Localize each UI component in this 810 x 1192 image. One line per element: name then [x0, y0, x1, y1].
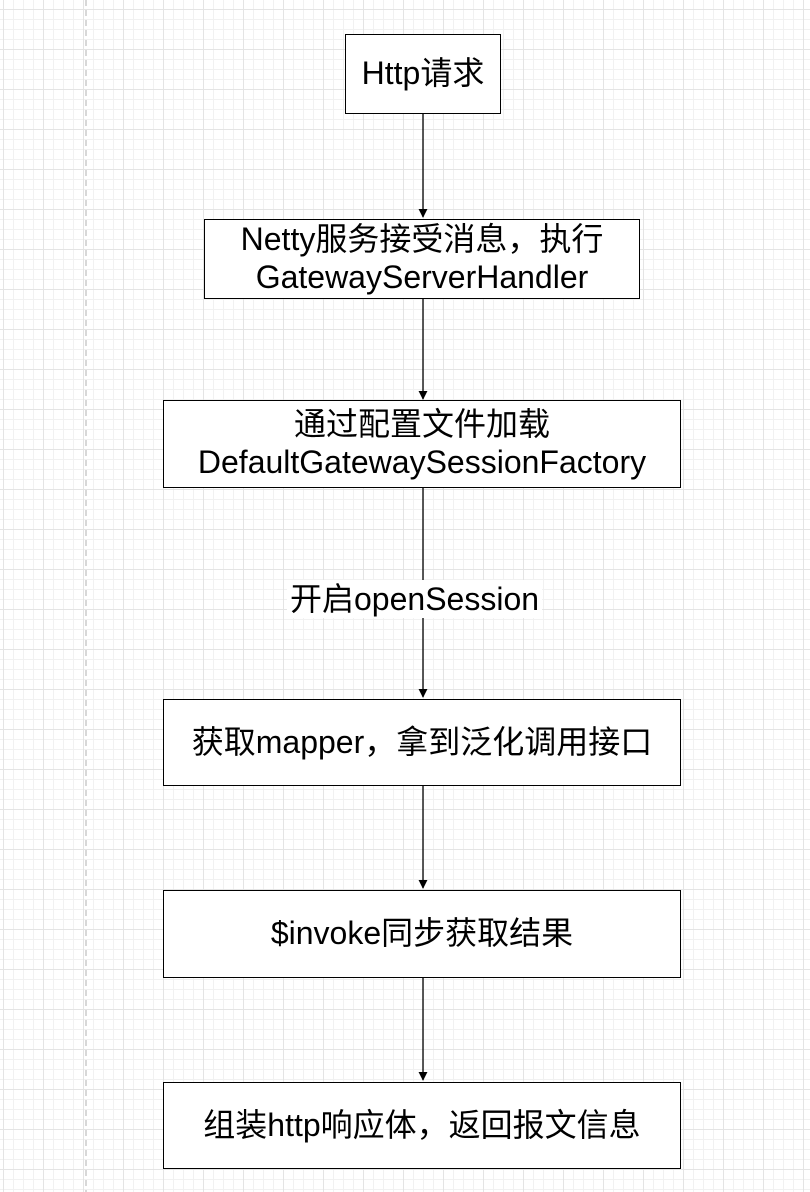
- node-get-mapper: 获取mapper，拿到泛化调用接口: [163, 699, 681, 786]
- edge-label-open-session: 开启openSession: [287, 580, 543, 619]
- node-invoke-label: $invoke同步获取结果: [270, 915, 574, 952]
- node-http-request-label: Http请求: [361, 55, 485, 92]
- node-load-config: 通过配置文件加载 DefaultGatewaySessionFactory: [163, 400, 681, 488]
- node-load-config-label-line-1: 通过配置文件加载: [293, 406, 550, 443]
- node-load-config-label-line-2: DefaultGatewaySessionFactory: [197, 444, 647, 480]
- node-build-response: 组装http响应体，返回报文信息: [163, 1082, 681, 1169]
- node-netty-receive-label-line-2: GatewayServerHandler: [255, 259, 589, 295]
- node-http-request: Http请求: [345, 34, 501, 114]
- node-get-mapper-label: 获取mapper，拿到泛化调用接口: [191, 723, 653, 760]
- node-invoke: $invoke同步获取结果: [163, 890, 681, 978]
- node-build-response-label: 组装http响应体，返回报文信息: [203, 1106, 641, 1143]
- node-netty-receive: Netty服务接受消息，执行 GatewayServerHandler: [204, 219, 640, 299]
- node-netty-receive-label-line-1: Netty服务接受消息，执行: [240, 221, 604, 258]
